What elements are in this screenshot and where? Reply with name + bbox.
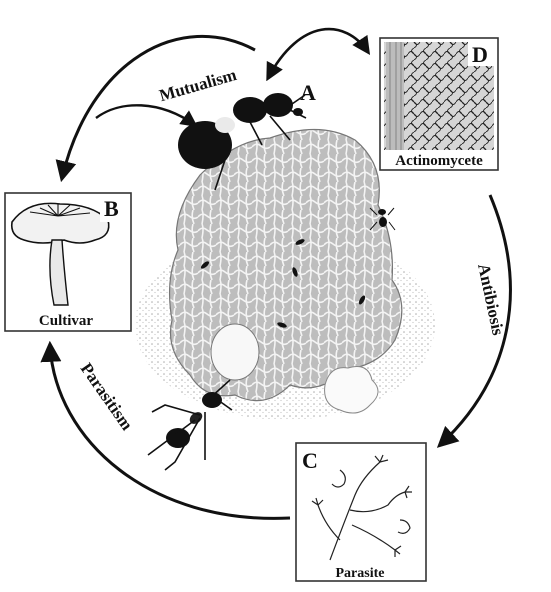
cycle-arrows [40, 27, 512, 520]
panel-letter-b: B [104, 196, 119, 221]
parasitism-label: Parasitism [77, 359, 137, 433]
small-ant-1 [295, 239, 305, 245]
small-ant-5 [200, 261, 210, 269]
queen-ant [178, 93, 307, 191]
mutualism-label: Mutualism [157, 65, 239, 105]
cultivar-label: Cultivar [39, 313, 94, 329]
actinomycete-cuticle-strip [386, 42, 404, 150]
small-ant-3 [358, 295, 366, 305]
mushroom-stem [49, 239, 69, 306]
worker-ant-large [147, 379, 233, 471]
panel-letter-c: C [302, 448, 318, 473]
label-a-garden: A [300, 80, 316, 105]
antibiosis-label: Antibiosis [474, 262, 508, 337]
small-ant-2 [292, 267, 298, 277]
garden-white-lump-left [210, 323, 260, 381]
parasitism-arrow [40, 340, 291, 520]
antibiosis-arrow [436, 194, 512, 448]
mutualism-arrow-ant-to-cultivar [95, 104, 198, 127]
mushroom-gills [29, 204, 91, 217]
mutualism-arrow-to-cultivar [55, 34, 256, 183]
parasite-panel: C Parasite [295, 442, 427, 582]
cultivar-panel: B Cultivar [4, 192, 132, 332]
actinomycete-label: Actinomycete [395, 153, 483, 169]
garden-white-lump-right [324, 366, 379, 414]
actinomycete-panel: D Actinomycete [379, 37, 499, 171]
parasite-fungus-drawing [311, 454, 412, 561]
small-ant-6 [369, 207, 396, 231]
fungus-garden [135, 128, 435, 420]
small-ant-4 [277, 322, 287, 328]
panel-letter-d: D [472, 42, 488, 67]
parasite-label: Parasite [336, 566, 385, 581]
mutualism-arrow-ant-to-actinomycete [266, 27, 371, 82]
